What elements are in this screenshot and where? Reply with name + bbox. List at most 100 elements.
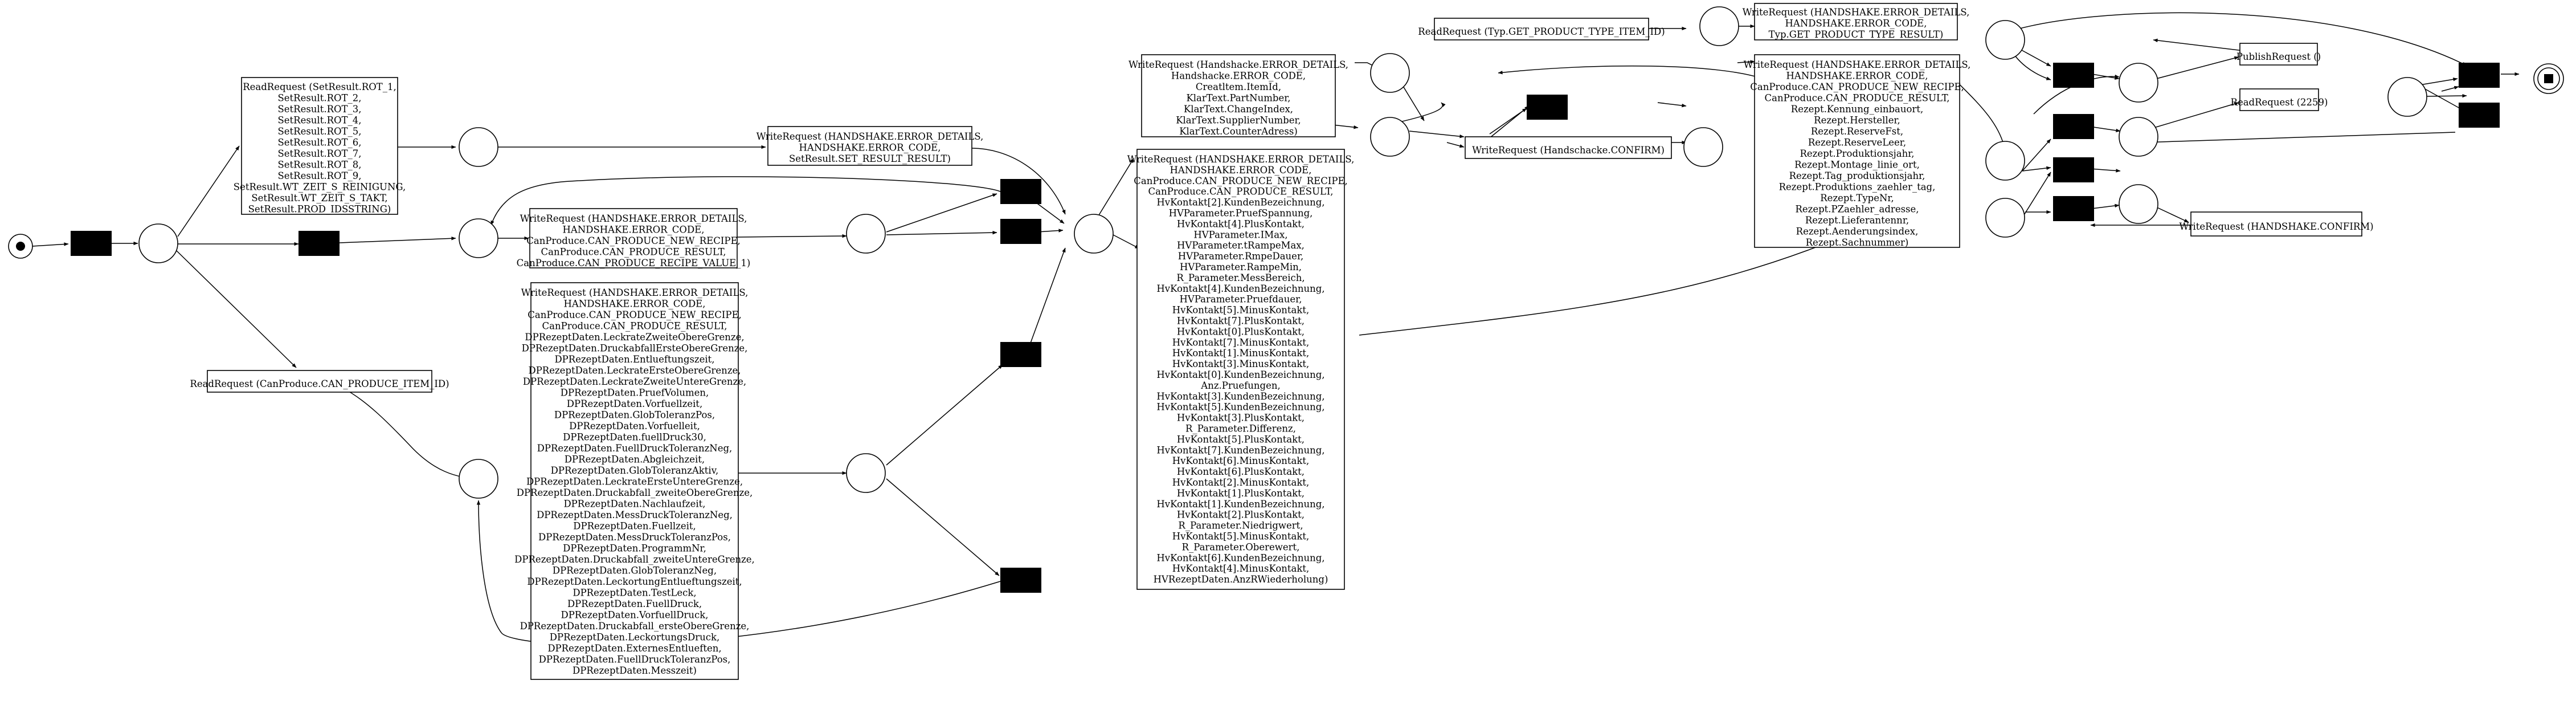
activity-label-line: WriteRequest (HANDSHAKE.ERROR_DETAILS, <box>1744 59 1971 70</box>
activity-label-line: HVParameter.Pruefdauer, <box>1180 294 1302 305</box>
activity-label-line: HANDSHAKE.ERROR_CODE, <box>1785 18 1927 29</box>
activity-read-product-type: ReadRequest (Typ.GET_PRODUCT_TYPE_ITEM_I… <box>1418 18 1665 40</box>
edge <box>1028 247 1066 348</box>
edge <box>737 234 847 238</box>
activity-label-line: HvKontakt[1].KundenBezeichnung, <box>1156 499 1324 510</box>
activity-label-line: HvKontakt[2].KundenBezeichnung, <box>1156 197 1324 208</box>
activity-box <box>1434 18 1649 40</box>
activity-label-line: DPRezeptDaten.LeckortungsDruck, <box>550 632 719 643</box>
activity-label: WriteRequest (Handshacke.ERROR_DETAILS,H… <box>1128 59 1348 137</box>
activity-label-line: ReadRequest (CanProduce.CAN_PRODUCE_ITEM… <box>190 378 449 389</box>
transition <box>71 231 112 256</box>
activity-label-line: DPRezeptDaten.Vorfuellzeit, <box>567 398 702 409</box>
activity-read-canproduce: ReadRequest (CanProduce.CAN_PRODUCE_ITEM… <box>190 370 449 393</box>
activity-label: WriteRequest (HANDSHAKE.ERROR_DETAILS,HA… <box>514 287 755 676</box>
activity-label-line: WriteRequest (HANDSHAKE.ERROR_DETAILS, <box>1127 154 1355 165</box>
edge <box>1657 102 1687 108</box>
activity-label-line: CanProduce.CAN_PRODUCE_RECIPE_VALUE_1) <box>517 258 751 268</box>
activity-label-line: SetResult.ROT_8, <box>277 160 361 170</box>
place <box>1370 117 1410 157</box>
place <box>2387 77 2427 117</box>
transition <box>1527 95 1568 120</box>
activity-label-line: HVParameter.PruefSpannung, <box>1169 208 1313 219</box>
activity-label-line: HvKontakt[5].MinusKontakt, <box>1172 531 1310 542</box>
activity-label-line: Handshacke.ERROR_CODE, <box>1171 71 1306 82</box>
transition <box>1000 342 1041 367</box>
edge <box>2152 205 2189 223</box>
activity-label-line: HvKontakt[6].MinusKontakt, <box>1172 455 1310 466</box>
activity-box <box>2239 88 2319 111</box>
activity-label-line: DPRezeptDaten.FuellDruckToleranzNeg, <box>537 443 733 454</box>
activity-label-line: SetResult.ROT_6, <box>277 137 361 148</box>
activity-label: WriteRequest (HANDSHAKE.ERROR_DETAILS,HA… <box>1127 154 1355 585</box>
edge <box>1737 60 1755 64</box>
activity-label-line: HANDSHAKE.ERROR_CODE, <box>563 225 705 235</box>
activity-label-line: HvKontakt[5].KundenBezeichnung, <box>1156 402 1324 413</box>
edge <box>886 364 1003 466</box>
edge <box>2152 102 2239 129</box>
activity-label-line: KlarText.CounterAdress) <box>1179 126 1298 137</box>
place <box>846 214 886 254</box>
place <box>1985 20 2025 60</box>
edge <box>1409 131 1465 139</box>
activity-label-line: CanProduce.CAN_PRODUCE_NEW_RECIPE, <box>526 235 740 246</box>
activity-label-line: DPRezeptDaten.Messzeit) <box>573 665 697 676</box>
activity-label: WriteRequest (HANDSHAKE.ERROR_DETAILS,HA… <box>1743 7 1970 40</box>
activity-label: ReadRequest (2259) <box>2231 97 2328 108</box>
place <box>2119 184 2158 224</box>
activity-label: WriteRequest (HANDSHAKE.ERROR_DETAILS,HA… <box>757 131 984 164</box>
activity-label-line: R_Parameter.Niedrigwert, <box>1178 520 1303 531</box>
activity-label-line: HvKontakt[0].PlusKontakt, <box>1177 326 1305 337</box>
activity-label-line: HVParameter.RampeMin, <box>1180 262 1302 272</box>
activity-write-hvkontakt: WriteRequest (HANDSHAKE.ERROR_DETAILS,HA… <box>1127 149 1355 590</box>
activity-label-line: DPRezeptDaten.Entlueftungszeit, <box>554 354 714 365</box>
transition <box>1000 179 1041 204</box>
edge <box>2022 172 2051 218</box>
activity-label-line: DPRezeptDaten.ExternesEntlueften, <box>547 643 721 654</box>
place <box>1074 214 1114 254</box>
activity-box <box>241 77 398 215</box>
activity-label-line: DPRezeptDaten.LeckrateErsteUntereGrenze, <box>526 476 743 487</box>
activity-label-line: HvKontakt[4].MinusKontakt, <box>1172 563 1310 574</box>
edge <box>2022 139 2051 172</box>
activity-label-line: SetResult.ROT_2, <box>277 93 361 104</box>
activity-label-line: HvKontakt[1].MinusKontakt, <box>1172 348 1310 359</box>
activity-label-line: Rezept.Hersteller, <box>1814 115 1900 126</box>
place <box>1985 198 2025 238</box>
activity-box <box>2239 43 2318 66</box>
activity-label-line: HvKontakt[1].PlusKontakt, <box>1177 488 1305 499</box>
activity-box <box>1141 54 1336 137</box>
activity-box <box>2190 211 2362 237</box>
edge <box>2089 168 2121 173</box>
activity-label-line: WriteRequest (HANDSHAKE.CONFIRM) <box>2179 221 2373 232</box>
transition <box>2459 103 2500 128</box>
activity-box <box>1136 149 1345 590</box>
activity-label-line: WriteRequest (Handschacke.CONFIRM) <box>1472 145 1665 156</box>
activity-label-line: SetResult.ROT_4, <box>277 115 361 126</box>
edge <box>2416 78 2458 86</box>
activity-write-dprezept: WriteRequest (HANDSHAKE.ERROR_DETAILS,HA… <box>514 282 755 680</box>
transitions <box>71 63 2500 593</box>
activity-label-line: DPRezeptDaten.DruckabfallErsteObereGrenz… <box>522 343 748 354</box>
transition <box>1000 568 1041 593</box>
activity-label-line: WriteRequest (HANDSHAKE.ERROR_DETAILS, <box>520 213 747 224</box>
place <box>138 223 178 263</box>
activity-label-line: HvKontakt[7].KundenBezeichnung, <box>1156 445 1324 455</box>
activity-label-line: CanProduce.CAN_PRODUCE_NEW_RECIPE, <box>528 309 741 320</box>
activity-label-line: Rezept.Montage_linie_ort, <box>1794 160 1920 170</box>
edge <box>339 237 456 243</box>
activity-label-line: CanProduce.CAN_PRODUCE_RESULT, <box>1765 93 1950 104</box>
activity-label-line: SetResult.ROT_9, <box>277 170 361 181</box>
activity-label: WriteRequest (HANDSHAKE.ERROR_DETAILS,HA… <box>517 213 751 268</box>
activity-label-line: Creatltem.ItemId, <box>1196 82 1281 92</box>
activity-label-line: KlarText.SupplierNumber, <box>1176 115 1301 126</box>
activity-write-recipe-value: WriteRequest (HANDSHAKE.ERROR_DETAILS,HA… <box>517 208 751 268</box>
activity-label-line: Rezept.Kennung_einbauort, <box>1791 104 1923 115</box>
activity-label-line: DPRezeptDaten.TestLeck, <box>573 588 696 598</box>
activity-label-line: Rezept.ReserveFst, <box>1811 126 1903 137</box>
activity-label-line: Typ.GET_PRODUCT_TYPE_RESULT) <box>1769 29 1944 40</box>
edge <box>2022 166 2051 172</box>
activity-label-line: HvKontakt[3].KundenBezeichnung, <box>1156 391 1324 402</box>
activity-label-line: Rezept.Produktions_zaehler_tag, <box>1779 182 1936 193</box>
edge <box>886 193 997 233</box>
